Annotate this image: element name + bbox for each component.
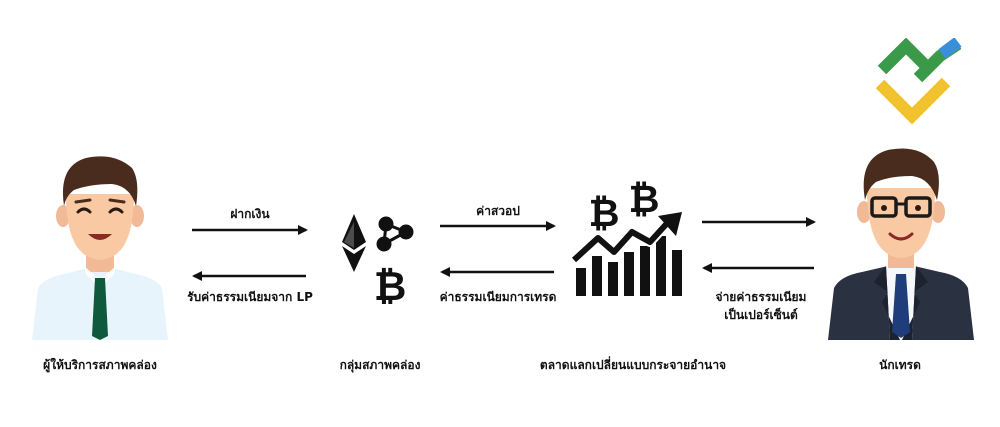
lp-fee-label: รับค่าธรรมเนียมจาก LP: [187, 290, 313, 304]
deposit-label: ฝากเงิน: [230, 207, 270, 221]
trader-label: นักเทรด: [879, 358, 921, 372]
bitcoin-chart-icon: ₿ ₿: [570, 176, 686, 296]
svg-text:₿: ₿: [589, 191, 620, 235]
svg-text:₿: ₿: [629, 177, 660, 221]
provider-label: ผู้ให้บริการสภาพคล่อง: [43, 358, 157, 372]
pool-label: กลุ่มสภาพคล่อง: [339, 358, 421, 372]
brand-logo: [872, 38, 964, 130]
crypto-coins-icon: ₿: [340, 212, 414, 304]
trading-fee-label: ค่าธรรมเนียมการเทรด: [439, 290, 557, 304]
percent-fee-label-line1: จ่ายค่าธรรมเนียม: [715, 290, 807, 304]
percent-fee-label-line2: เป็นเปอร์เซ็นต์: [724, 308, 798, 322]
swap-fee-label: ค่าสวอป: [476, 204, 520, 218]
exchange-label: ตลาดแลกเปลี่ยนแบบกระจายอำนาจ: [539, 358, 727, 372]
ripple-icon: [376, 216, 414, 252]
bitcoin-icon: ₿: [374, 264, 407, 304]
smiling-man-icon: [30, 150, 170, 340]
man-with-glasses-icon: [828, 142, 974, 340]
ethereum-icon: [342, 214, 366, 272]
